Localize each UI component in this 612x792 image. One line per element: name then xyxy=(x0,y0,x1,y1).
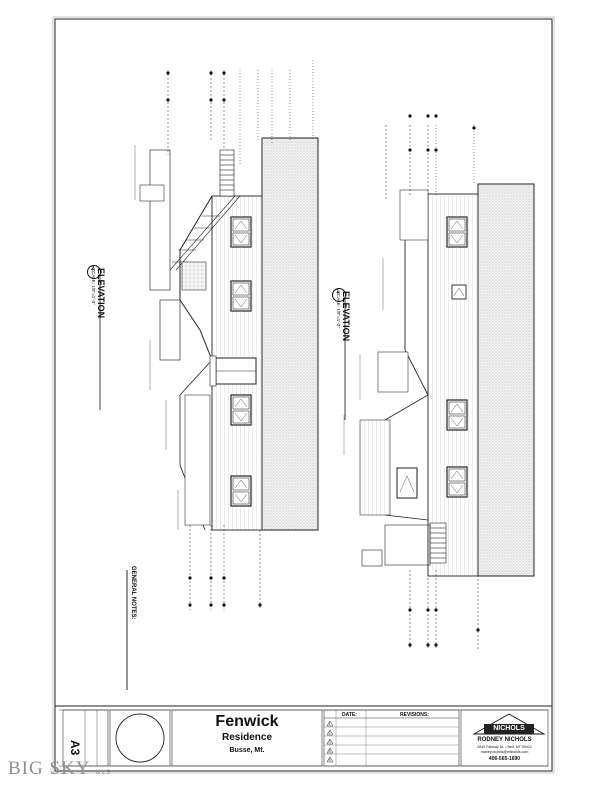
title-block-frame xyxy=(55,705,552,767)
designer-address: 2849 Fairway Dr. • Belt, MT 59412 xyxy=(477,745,532,749)
designer-logo-text: NICHOLS xyxy=(493,725,525,732)
project-location: Busse, Mt. xyxy=(229,747,265,754)
elevation-1-title: ELEVATION xyxy=(341,291,351,342)
elevation-2-number: 2 xyxy=(91,266,95,272)
general-notes-heading: GENERAL NOTES: xyxy=(130,566,136,620)
watermark-text: BIG SKY xyxy=(8,758,90,779)
project-name: Fenwick xyxy=(215,713,279,730)
designer-phone: 406-565-1690 xyxy=(488,756,521,762)
elevation-1-number: 1 xyxy=(336,289,340,295)
revisions-header: REVISIONS: xyxy=(400,712,429,718)
elevation-2-scale: SCALE: 1/8"=1'-0" xyxy=(91,268,96,305)
elevation-1-drawing xyxy=(343,114,535,650)
big-sky-watermark: BIG SKY MLS xyxy=(8,758,111,780)
elevation-2-drawing xyxy=(134,60,319,610)
elevation-1-marker xyxy=(332,288,346,420)
designer-name: RODNEY NICHOLS xyxy=(477,737,532,743)
project-type: Residence xyxy=(221,732,273,743)
revision-mark: 5 xyxy=(328,757,331,762)
revision-mark: 3 xyxy=(328,739,331,744)
watermark-suffix: MLS xyxy=(95,770,111,776)
designer-email: rodney.nichols@mtbuilds.com xyxy=(480,750,529,754)
sheet-number: A3 xyxy=(68,740,82,756)
elevation-2-marker xyxy=(87,265,101,410)
revision-mark: 1 xyxy=(328,721,331,726)
revision-mark: 4 xyxy=(328,748,331,753)
elevation-2-title: ELEVATION xyxy=(96,268,106,319)
revision-mark: 2 xyxy=(328,730,331,735)
revision-triangles xyxy=(326,720,334,763)
elevation-1-scale: SCALE: 1/8"=1'-0" xyxy=(336,291,341,328)
revisions-date-header: DATE: xyxy=(342,712,357,718)
